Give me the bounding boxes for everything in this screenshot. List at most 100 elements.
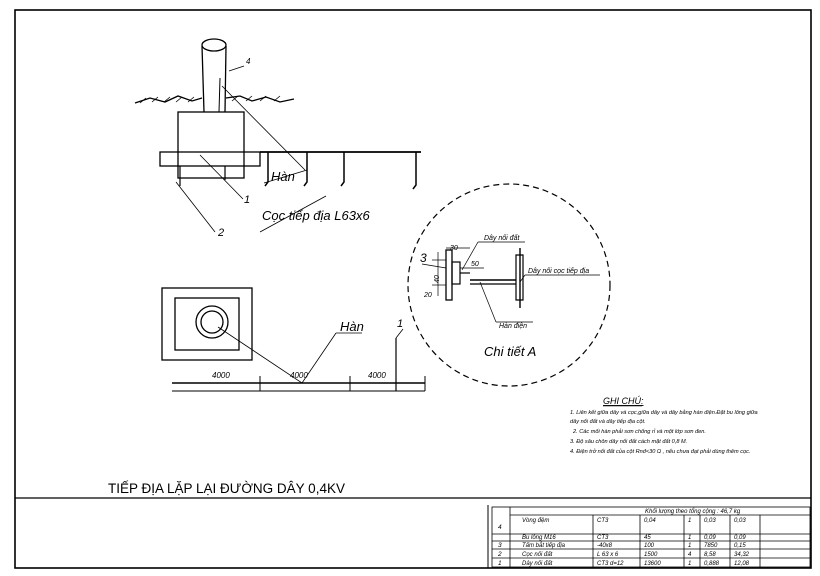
pole-right-edge (224, 45, 227, 113)
table-cell-mat: CT3 (597, 518, 609, 524)
table-cell-name: Dây nối đất (522, 560, 553, 567)
table-cell-qty: 1 (688, 543, 691, 549)
detail-han-dien: Hàn điện (499, 323, 527, 330)
foundation-block (177, 111, 245, 179)
table-cell-w2: 12,08 (734, 561, 750, 567)
table-cell-w2: 34,32 (734, 552, 750, 558)
ground-stake (303, 152, 308, 187)
leader-line (301, 332, 337, 384)
detail-day-noi-dat: Dây nối đất (484, 234, 520, 242)
han-label-elevation: Hàn (271, 169, 295, 184)
table-cell-no: 2 (497, 551, 502, 558)
coc-tiep-dia-label: Cọc tiếp địa L63x6 (262, 208, 370, 223)
dim-4000-mid: 4000 (290, 371, 308, 380)
note-1b: dây nối đất và dây tiếp địa cột. (570, 418, 646, 425)
detail-bolt-head (451, 261, 461, 285)
table-cell-no: 4 (498, 524, 502, 531)
detail-callout-3: 3 (420, 251, 427, 265)
table-cell-mat: CT3 d=12 (597, 561, 624, 567)
drawing-title: TIẾP ĐỊA LẶP LẠI ĐƯỜNG DÂY 0,4KV (108, 481, 345, 496)
callout-1-plan: 1 (397, 318, 403, 330)
table-cell-name: Vòng đệm (522, 518, 549, 524)
table-cell-w1: 0,09 (704, 535, 716, 541)
note-1a: 1. Liên kết giữa dây và cọc,giữa dây và … (570, 409, 758, 416)
table-cell-mat: CT3 (597, 535, 609, 541)
table-cell-spec: 1500 (644, 552, 658, 558)
table-row: 4 Vòng đệm CT3 0,04 1 0,03 0,03 (498, 518, 746, 531)
material-table (491, 506, 811, 568)
table-header-weight: Khối lượng theo tổng cộng : 46,7 kg (645, 508, 741, 515)
table-cell-spec: 45 (644, 535, 651, 541)
leader-line (228, 65, 245, 72)
table-row: Bu lông M16 CT3 45 1 0,09 0,09 (522, 535, 746, 541)
detail-dim-30: 30 (450, 245, 458, 252)
table-cell-w1: 8,58 (704, 552, 716, 558)
table-cell-mat: L 63 x 6 (597, 552, 619, 558)
plan-inner-square (174, 297, 240, 351)
table-cell-w2: 0,03 (734, 518, 746, 524)
table-cell-qty: 1 (688, 561, 691, 567)
leader-line (259, 195, 327, 233)
note-2: 2. Các mối hàn phải sơn chống rỉ và một … (572, 428, 706, 435)
detail-title: Chi tiết A (484, 344, 536, 359)
table-row: 1 Dây nối đất CT3 d=12 13600 1 0,888 12,… (498, 560, 750, 567)
han-label-plan: Hàn (340, 319, 364, 334)
detail-day-noi-coc: Dây nối cọc tiếp địa (528, 267, 589, 275)
pole-top (201, 38, 227, 52)
table-cell-name: Tấm bắt tiếp địa (522, 542, 566, 549)
detail-plate (445, 249, 453, 301)
table-cell-w1: 7850 (704, 543, 718, 549)
detail-dim-50: 50 (471, 261, 479, 268)
callout-1-elevation: 1 (244, 194, 250, 206)
table-cell-qty: 1 (688, 518, 691, 524)
leader-line (263, 169, 308, 184)
pole-left-edge (201, 45, 205, 113)
table-cell-name: Bu lông M16 (522, 535, 556, 541)
leader-line (421, 263, 447, 269)
detail-dim-40: 40 (434, 275, 441, 283)
sheet-border (14, 9, 812, 569)
ground-stake (340, 152, 345, 187)
table-cell-qty: 1 (688, 535, 691, 541)
table-cell-spec: 0,04 (644, 518, 656, 524)
table-cell-spec: 100 (644, 543, 655, 549)
leader-line (519, 274, 526, 283)
table-cell-w2: 0,09 (734, 535, 746, 541)
table-cell-w1: 0,888 (704, 561, 720, 567)
dim-4000-left: 4000 (212, 371, 230, 380)
ground-bar (159, 151, 261, 167)
note-4: 4. Điện trở nối đất của cột Rnđ<30 Ω , n… (570, 448, 751, 455)
notes-title: GHI CHÚ: (603, 396, 644, 406)
leader-line (217, 326, 303, 384)
callout-2: 2 (217, 227, 224, 239)
table-row: 3 Tấm bắt tiếp địa -40x8 100 1 7850 0,15 (498, 542, 746, 549)
leader-line (175, 181, 216, 233)
table-cell-no: 1 (498, 560, 502, 567)
callout-4: 4 (246, 57, 251, 66)
ground-stake (412, 152, 417, 190)
leader-line (461, 241, 479, 271)
detail-a (407, 183, 611, 387)
detail-circle (407, 183, 611, 387)
dim-4000-right: 4000 (368, 371, 386, 380)
down-conductor (218, 77, 221, 113)
plan-view (161, 287, 426, 392)
leader-line (395, 328, 404, 339)
ground-hatch (139, 95, 281, 104)
table-cell-w1: 0,03 (704, 518, 716, 524)
ground-stake (264, 152, 269, 187)
leader-line (221, 85, 306, 171)
note-3: 3. Độ sâu chôn dây nối đất cách mặt đất … (570, 438, 687, 445)
leader-line (479, 281, 497, 323)
elevation-view (134, 38, 421, 233)
table-row: 2 Cọc nối đất L 63 x 6 1500 4 8,58 34,32 (497, 551, 750, 558)
table-cell-qty: 4 (688, 552, 692, 558)
leader-line (199, 154, 244, 200)
table-cell-spec: 13600 (644, 561, 661, 567)
table-cell-w2: 0,15 (734, 543, 746, 549)
table-cell-mat: -40x8 (597, 543, 613, 549)
plan-outer-square (161, 287, 253, 361)
table-cell-name: Cọc nối đất (522, 551, 553, 558)
plan-pole-outer (195, 305, 229, 339)
